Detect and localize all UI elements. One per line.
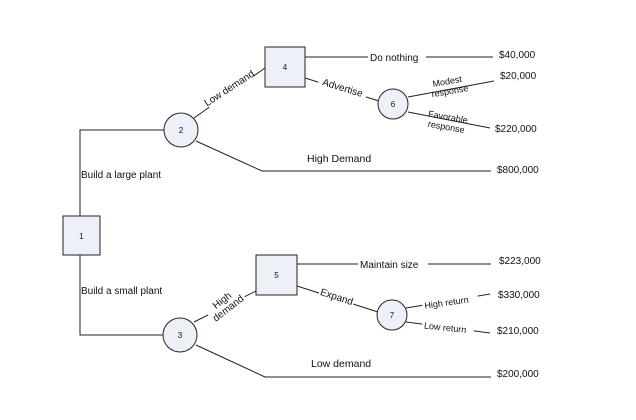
label-low-demand-upper: Low demand (203, 69, 257, 109)
node-label: 4 (283, 63, 288, 72)
label-low-demand-upper-group: Low demand (203, 69, 257, 109)
decision-node-4: 4 (264, 46, 306, 88)
label-do-nothing-group: Do nothing (368, 51, 426, 64)
edge-build-large (79, 129, 166, 216)
payoff-low-demand-lower: $200,000 (497, 369, 539, 380)
decision-node-1: 1 (62, 215, 101, 256)
label-low-return-group: Low return (421, 319, 475, 336)
label-expand-group: Expand (317, 285, 356, 308)
payoff-do-nothing: $40,000 (499, 50, 536, 61)
chance-node-2: 2 (163, 112, 199, 148)
node-label: 3 (178, 331, 183, 340)
node-label: 2 (179, 126, 184, 135)
edge-favorable-response (407, 111, 491, 129)
edge-build-small (79, 255, 164, 336)
label-maintain-size-group: Maintain size (358, 258, 428, 271)
payoff-favorable-response: $220,000 (495, 124, 537, 135)
node-label: 5 (274, 271, 279, 280)
edge-low-demand-lower (195, 344, 491, 378)
label-high-demand-lower-group: High demand (202, 283, 248, 326)
payoff-modest-response: $20,000 (500, 71, 537, 82)
label-maintain-size: Maintain size (360, 260, 419, 271)
edge-modest-response (407, 80, 495, 98)
payoff-high-return: $330,000 (498, 290, 540, 301)
label-modest-group: Modest response (431, 74, 469, 99)
payoff-maintain-size: $223,000 (499, 256, 541, 267)
node-label: 1 (79, 232, 84, 241)
label-high-demand-upper: High Demand (307, 153, 371, 165)
node-label: 6 (391, 100, 396, 109)
label-low-return: Low return (424, 321, 467, 335)
edge-labels: Build a large plant Build a small plant … (81, 51, 479, 370)
label-advertise-group: Advertise (317, 75, 369, 101)
decision-node-5: 5 (255, 254, 298, 296)
edge-high-demand-upper (195, 140, 491, 172)
label-advertise: Advertise (321, 77, 364, 100)
chance-node-6: 6 (377, 88, 409, 120)
payoff-values: $40,000 $20,000 $220,000 $800,000 $223,0… (495, 50, 541, 380)
chance-node-7: 7 (376, 299, 408, 331)
label-favorable-group: Favorable response (427, 109, 468, 135)
label-low-demand-lower: Low demand (311, 358, 371, 370)
payoff-low-return: $210,000 (497, 326, 539, 337)
label-build-small: Build a small plant (81, 286, 162, 297)
payoff-high-demand-upper: $800,000 (497, 165, 539, 176)
node-label: 7 (390, 311, 395, 320)
chance-node-3: 3 (162, 317, 198, 353)
label-expand: Expand (319, 287, 355, 308)
label-do-nothing: Do nothing (370, 53, 418, 64)
label-high-return: High return (424, 295, 469, 311)
label-high-return-group: High return (421, 292, 479, 311)
label-build-large: Build a large plant (81, 170, 161, 181)
